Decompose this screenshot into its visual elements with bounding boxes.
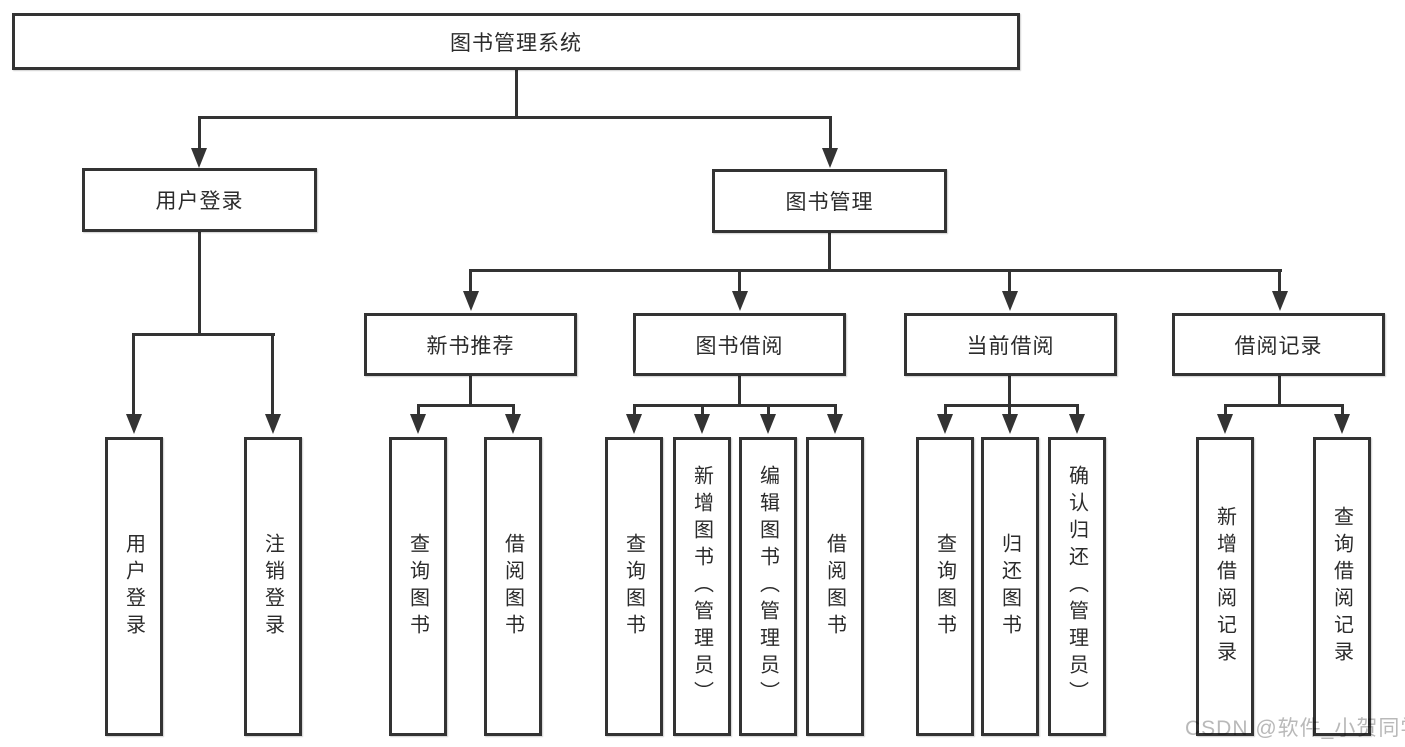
connector-leaf-drop [271, 333, 274, 415]
leaf-query-books-current: 查询图书 [916, 437, 974, 736]
node-root: 图书管理系统 [12, 13, 1020, 70]
arrowhead-down-icon [505, 414, 521, 434]
connector-level3-drop [469, 269, 472, 293]
leaf-query-books-recommend: 查询图书 [389, 437, 447, 736]
connector-leaf-drop [417, 404, 420, 416]
arrowhead-down-icon [626, 414, 642, 434]
arrowhead-down-icon [694, 414, 710, 434]
connector-current-borrow-rail [944, 404, 1079, 407]
connector-root-stem [515, 70, 518, 118]
leaf-query-borrow-record-label: 查询借阅记录 [1330, 505, 1353, 668]
connector-leaf-drop [767, 404, 770, 416]
arrowhead-down-icon [1334, 414, 1350, 434]
connector-level3-drop [1278, 269, 1281, 293]
arrowhead-down-icon [1002, 291, 1018, 311]
arrowhead-down-icon [732, 291, 748, 311]
leaf-query-books-current-label: 查询图书 [933, 532, 956, 641]
arrowhead-down-icon [463, 291, 479, 311]
connector-leaf-drop [1224, 404, 1227, 416]
arrowhead-down-icon [1272, 291, 1288, 311]
node-current-borrow-label: 当前借阅 [966, 334, 1055, 358]
leaf-add-borrow-record: 新增借阅记录 [1196, 437, 1254, 736]
arrowhead-down-icon [1217, 414, 1233, 434]
leaf-borrow-books-recommend: 借阅图书 [484, 437, 542, 736]
arrowhead-down-icon [760, 414, 776, 434]
connector-leaf-drop [633, 404, 636, 416]
connector-user-login-stem [198, 232, 201, 335]
leaf-borrow-books-recommend-label: 借阅图书 [501, 532, 524, 641]
connector-leaf-drop [132, 333, 135, 415]
connector-level3-rail [470, 269, 1282, 272]
node-new-book-recommend-label: 新书推荐 [426, 334, 515, 358]
leaf-confirm-return-admin-label: 确认归还（管理员） [1065, 465, 1088, 708]
connector-book-borrow-rail [633, 404, 837, 407]
node-book-borrow: 图书借阅 [633, 313, 846, 376]
leaf-return-book-label: 归还图书 [998, 532, 1021, 641]
connector-current-borrow-stem [1008, 376, 1011, 406]
connector-leaf-drop [1076, 404, 1079, 416]
connector-leaf-drop [512, 404, 515, 416]
watermark: CSDN @软件_小贺同学 [1185, 717, 1405, 740]
connector-leaf-drop [944, 404, 947, 416]
leaf-query-borrow-record: 查询借阅记录 [1313, 437, 1371, 736]
arrowhead-down-icon [126, 414, 142, 434]
node-user-login-label: 用户登录 [155, 190, 244, 213]
node-root-label: 图书管理系统 [450, 31, 582, 55]
arrowhead-down-icon [822, 148, 838, 168]
connector-book-mgmt-stem [828, 233, 831, 271]
connector-level2-rail [198, 116, 832, 119]
leaf-query-books-recommend-label: 查询图书 [406, 532, 429, 641]
leaf-edit-book-admin-label: 编辑图书（管理员） [756, 465, 779, 708]
leaf-user-login: 用户登录 [105, 437, 163, 736]
arrowhead-down-icon [410, 414, 426, 434]
leaf-borrow-books: 借阅图书 [806, 437, 864, 736]
leaf-logout: 注销登录 [244, 437, 302, 736]
connector-leaf-drop [834, 404, 837, 416]
connector-level3-drop [1008, 269, 1011, 293]
arrowhead-down-icon [1002, 414, 1018, 434]
connector-book-borrow-stem [738, 376, 741, 406]
leaf-add-borrow-record-label: 新增借阅记录 [1213, 505, 1236, 668]
node-book-management-label: 图书管理 [785, 191, 874, 214]
leaf-return-book: 归还图书 [981, 437, 1039, 736]
node-current-borrow: 当前借阅 [904, 313, 1117, 376]
leaf-query-books-borrow: 查询图书 [605, 437, 663, 736]
connector-new-rec-stem [469, 376, 472, 406]
arrowhead-down-icon [265, 414, 281, 434]
connector-user-login-drop [198, 116, 201, 150]
leaf-borrow-books-label: 借阅图书 [823, 532, 846, 641]
connector-level3-drop [738, 269, 741, 293]
connector-leaf-drop [1008, 404, 1011, 416]
leaf-add-book-admin-label: 新增图书（管理员） [690, 465, 713, 708]
node-book-management: 图书管理 [712, 169, 947, 233]
connector-leaf-drop [1341, 404, 1344, 416]
connector-user-login-rail [132, 333, 275, 336]
arrowhead-down-icon [827, 414, 843, 434]
leaf-logout-label: 注销登录 [261, 532, 284, 641]
arrowhead-down-icon [191, 148, 207, 168]
node-borrow-records: 借阅记录 [1172, 313, 1385, 376]
node-new-book-recommend: 新书推荐 [364, 313, 577, 376]
leaf-user-login-label: 用户登录 [122, 532, 145, 641]
node-user-login: 用户登录 [82, 168, 317, 232]
arrowhead-down-icon [937, 414, 953, 434]
node-book-borrow-label: 图书借阅 [695, 334, 784, 358]
arrowhead-down-icon [1069, 414, 1085, 434]
node-borrow-records-label: 借阅记录 [1234, 334, 1323, 358]
leaf-confirm-return-admin: 确认归还（管理员） [1048, 437, 1106, 736]
connector-new-rec-rail [417, 404, 515, 407]
leaf-edit-book-admin: 编辑图书（管理员） [739, 437, 797, 736]
connector-borrow-records-stem [1278, 376, 1281, 406]
connector-borrow-records-rail [1224, 404, 1343, 407]
connector-leaf-drop [701, 404, 704, 416]
connector-book-mgmt-drop [829, 116, 832, 150]
leaf-add-book-admin: 新增图书（管理员） [673, 437, 731, 736]
leaf-query-books-borrow-label: 查询图书 [622, 532, 645, 641]
